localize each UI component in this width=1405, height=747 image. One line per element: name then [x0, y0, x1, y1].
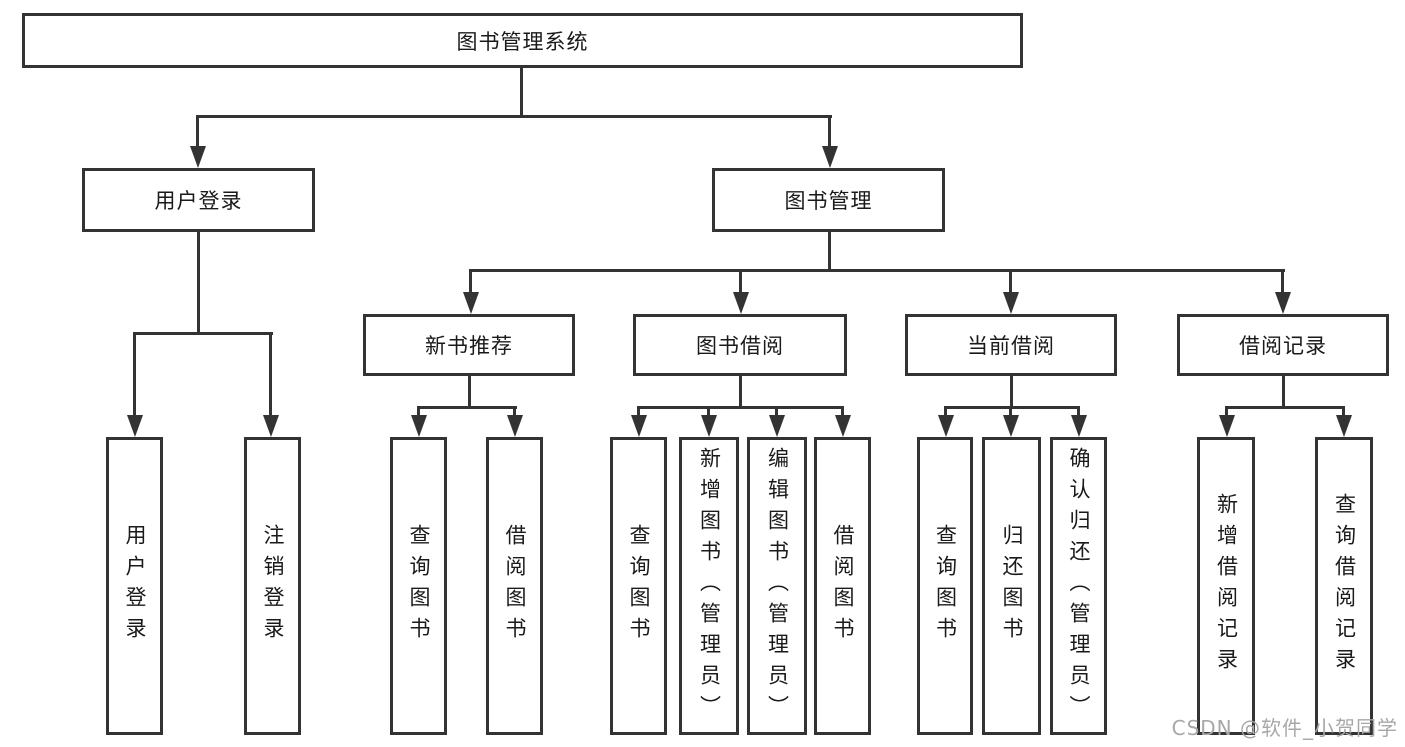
connector-line [944, 406, 1080, 409]
connector-line [1009, 269, 1012, 297]
connector-line [1342, 406, 1345, 419]
connector-arrow [733, 292, 749, 314]
connector-line [707, 406, 710, 419]
node-new-book-recommend: 新书推荐 [363, 314, 575, 376]
connector-line [269, 332, 272, 419]
connector-line [133, 332, 136, 419]
csdn-watermark: CSDN @软件_小贺同学 [1171, 716, 1398, 740]
connector-line [520, 68, 523, 118]
connector-arrow [411, 415, 427, 437]
connector-arrow [938, 415, 954, 437]
connector-line [469, 269, 472, 297]
connector-line [1077, 406, 1080, 419]
connector-line [1009, 406, 1012, 419]
connector-line [513, 406, 516, 419]
connector-line [944, 406, 947, 419]
leaf-return-book: 归还图书 [982, 437, 1041, 735]
connector-line [1282, 376, 1285, 409]
leaf-borrow-books-2: 借阅图书 [814, 437, 871, 735]
node-current-borrow: 当前借阅 [905, 314, 1117, 376]
leaf-borrow-books-1: 借阅图书 [486, 437, 543, 735]
connector-line [828, 115, 831, 150]
connector-line [1281, 269, 1284, 297]
connector-line [775, 406, 778, 419]
connector-line [1010, 376, 1013, 409]
connector-arrow [822, 146, 838, 168]
connector-arrow [1336, 415, 1352, 437]
connector-line [1225, 406, 1228, 419]
leaf-query-books-3: 查询图书 [917, 437, 973, 735]
leaf-edit-book-admin: 编辑图书（管理员） [747, 437, 807, 735]
connector-line [469, 269, 1285, 272]
leaf-confirm-return-admin: 确认归还（管理员） [1050, 437, 1107, 735]
connector-arrow [263, 415, 279, 437]
node-root: 图书管理系统 [22, 13, 1023, 68]
connector-arrow [1219, 415, 1235, 437]
connector-line [1225, 406, 1345, 409]
leaf-add-book-admin: 新增图书（管理员） [679, 437, 739, 735]
connector-arrow [701, 415, 717, 437]
connector-line [417, 406, 517, 409]
connector-arrow [1003, 292, 1019, 314]
connector-line [739, 376, 742, 409]
connector-arrow [631, 415, 647, 437]
node-book-borrow: 图书借阅 [633, 314, 847, 376]
connector-arrow [463, 292, 479, 314]
connector-arrow [507, 415, 523, 437]
connector-line [196, 115, 199, 150]
connector-line [133, 332, 273, 335]
connector-arrow [190, 146, 206, 168]
connector-arrow [1003, 415, 1019, 437]
connector-arrow [1275, 292, 1291, 314]
node-book-management: 图书管理 [712, 168, 945, 232]
leaf-user-login: 用户登录 [106, 437, 163, 735]
connector-line [828, 232, 831, 272]
leaf-query-books-2: 查询图书 [610, 437, 667, 735]
connector-line [841, 406, 844, 419]
connector-line [197, 232, 200, 335]
connector-arrow [127, 415, 143, 437]
connector-arrow [769, 415, 785, 437]
connector-line [417, 406, 420, 419]
connector-line [196, 115, 832, 118]
connector-arrow [835, 415, 851, 437]
connector-line [468, 376, 471, 409]
leaf-logout: 注销登录 [244, 437, 301, 735]
node-user-login: 用户登录 [82, 168, 315, 232]
leaf-add-borrow-record: 新增借阅记录 [1197, 437, 1255, 735]
leaf-query-books-1: 查询图书 [390, 437, 447, 735]
connector-arrow [1071, 415, 1087, 437]
node-borrow-record: 借阅记录 [1177, 314, 1389, 376]
connector-line [637, 406, 640, 419]
leaf-query-borrow-record: 查询借阅记录 [1315, 437, 1373, 735]
connector-line [739, 269, 742, 297]
connector-line [637, 406, 843, 409]
